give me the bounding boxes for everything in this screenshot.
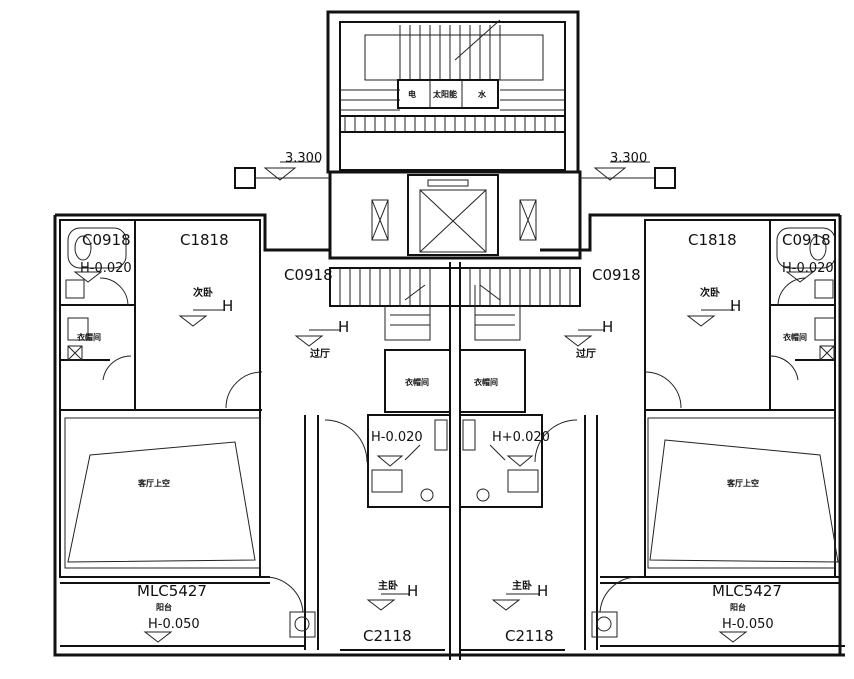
room-laundry-left: 衣帽间	[77, 332, 101, 342]
room-center-left: 衣帽间	[405, 377, 429, 387]
level-center-right: H+0.020	[492, 430, 550, 445]
right-unit	[460, 220, 845, 651]
room-bedroom-right: 次卧	[700, 286, 720, 299]
room-master-left: 主卧	[378, 579, 398, 592]
room-balcony-left: 阳台	[156, 602, 172, 612]
floor-mark-master-left: H	[407, 582, 418, 600]
window-c2118-left: C2118	[363, 627, 412, 645]
shaft-water-label: 水	[477, 89, 487, 99]
level-top-right: 3.300	[610, 151, 647, 166]
room-center-right: 衣帽间	[474, 377, 498, 387]
level-top-left: 3.300	[285, 151, 322, 166]
room-void-left: 客厅上空	[137, 478, 170, 488]
side-columns	[234, 167, 676, 189]
level-markers	[73, 161, 815, 643]
room-hall-left: 过厅	[310, 347, 330, 360]
floor-mark-bedroom-left: H	[222, 297, 233, 315]
floor-mark-hall-right: H	[602, 318, 613, 336]
window-c0918-stair-left: C0918	[284, 266, 333, 284]
window-c0918-stair-right: C0918	[592, 266, 641, 284]
room-laundry-right: 衣帽间	[783, 332, 807, 342]
window-mlc-left: MLC5427	[137, 582, 207, 600]
room-void-right: 客厅上空	[726, 478, 759, 488]
window-c1818-left: C1818	[180, 231, 229, 249]
central-rooms	[367, 349, 543, 508]
shaft-solar-label: 太阳能	[432, 89, 457, 99]
window-c2118-right: C2118	[505, 627, 554, 645]
shaft-elec-label: 电	[408, 89, 416, 99]
window-mlc-right: MLC5427	[712, 582, 782, 600]
floor-mark-master-right: H	[537, 582, 548, 600]
room-master-right: 主卧	[512, 579, 532, 592]
window-c0918-bath-left: C0918	[82, 231, 131, 249]
floor-mark-hall-left: H	[338, 318, 349, 336]
stair-tower	[326, 10, 580, 174]
left-unit	[60, 220, 445, 651]
window-c1818-right: C1818	[688, 231, 737, 249]
window-c0918-bath-right: C0918	[782, 231, 831, 249]
elevator-core	[328, 170, 582, 260]
level-balcony-right: H-0.050	[722, 617, 774, 632]
room-balcony-right: 阳台	[730, 602, 746, 612]
floor-mark-bedroom-right: H	[730, 297, 741, 315]
level-bath-right: H-0.020	[782, 261, 834, 276]
level-balcony-left: H-0.050	[148, 617, 200, 632]
level-center-left: H-0.020	[371, 430, 423, 445]
room-hall-right: 过厅	[576, 347, 596, 360]
room-bedroom-left: 次卧	[193, 286, 213, 299]
level-bath-left: H-0.020	[80, 261, 132, 276]
